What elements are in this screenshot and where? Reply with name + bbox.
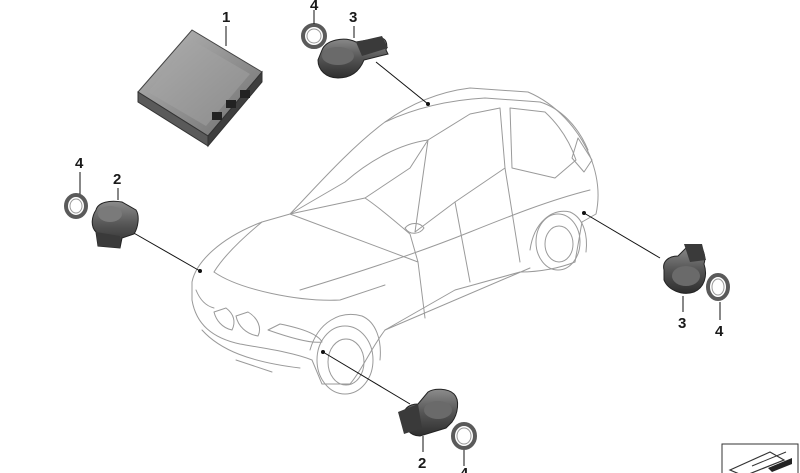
- sensor-bottom: [398, 388, 459, 437]
- callout-control-unit: 1: [222, 9, 230, 26]
- ring-right: [706, 273, 730, 301]
- leader-lines: [131, 61, 661, 405]
- callout-ring-left: 4: [75, 155, 84, 172]
- ring-bottom: [451, 422, 477, 450]
- callout-sensor-left: 2: [113, 171, 121, 188]
- callout-sensor-top: 3: [349, 9, 357, 26]
- sensor-right: [663, 244, 707, 294]
- callout-sensor-right: 3: [678, 315, 686, 332]
- control-unit: 1: [137, 9, 263, 148]
- sensor-left: [91, 200, 139, 249]
- callout-sensor-bottom: 2: [418, 455, 426, 472]
- sensor-top: [317, 36, 389, 79]
- callout-ring-top: 4: [310, 0, 319, 14]
- diagram-logo-icon: [721, 443, 799, 473]
- callout-ring-right: 4: [715, 323, 724, 340]
- ring-left: [64, 193, 88, 219]
- callout-ring-bottom: 4: [460, 465, 469, 473]
- ring-top: [301, 23, 327, 49]
- car-outline: [191, 87, 599, 395]
